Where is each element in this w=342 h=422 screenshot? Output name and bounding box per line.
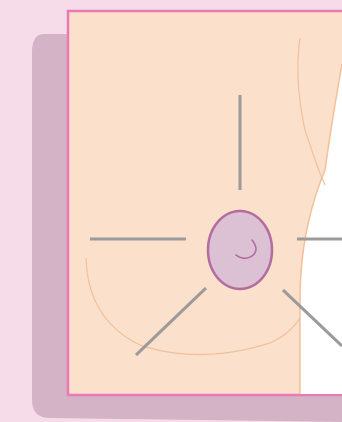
nipple-icon [208,211,272,289]
